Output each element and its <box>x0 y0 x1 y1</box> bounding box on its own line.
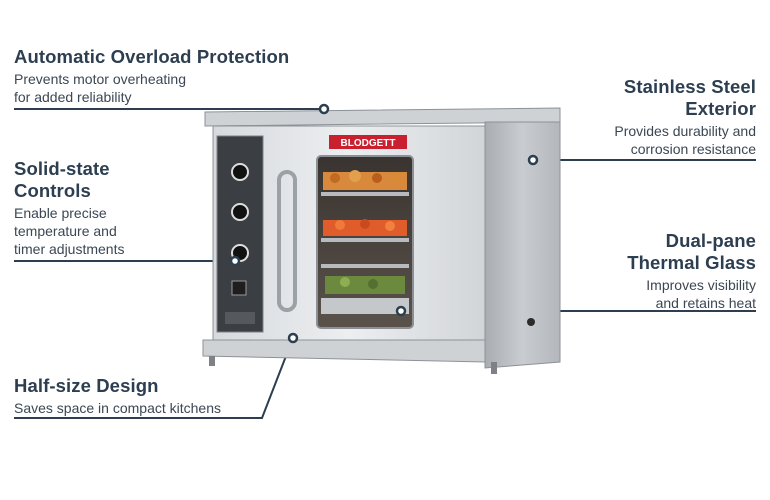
callout-half-desc: Saves space in compact kitchens <box>14 400 221 416</box>
dot-half <box>287 332 299 344</box>
dot-controls <box>229 255 241 267</box>
dot-glass <box>395 305 407 317</box>
callout-glass: Dual-pane Thermal Glass Improves visibil… <box>627 230 756 312</box>
callout-controls-title: Solid-state Controls <box>14 158 110 201</box>
callout-half-title: Half-size Design <box>14 375 159 396</box>
dot-steel <box>527 154 539 166</box>
callout-glass-desc: Improves visibility and retains heat <box>646 277 756 311</box>
callout-half: Half-size Design Saves space in compact … <box>14 375 221 417</box>
callout-steel-title: Stainless Steel Exterior <box>623 76 756 119</box>
callout-steel: Stainless Steel Exterior Provides durabi… <box>614 76 756 158</box>
dot-overload <box>318 103 330 115</box>
callout-controls-desc: Enable precise temperature and timer adj… <box>14 205 125 257</box>
oven-image: BLODGETT <box>195 100 570 385</box>
callout-controls: Solid-state Controls Enable precise temp… <box>14 158 124 258</box>
callout-overload-desc: Prevents motor overheating for added rel… <box>14 71 186 105</box>
knob-mid <box>231 203 249 221</box>
callout-steel-desc: Provides durability and corrosion resist… <box>614 123 756 157</box>
callout-glass-title: Dual-pane Thermal Glass <box>627 230 756 273</box>
leader-half <box>14 337 294 419</box>
callout-overload: Automatic Overload Protection Prevents m… <box>14 46 289 106</box>
brand-badge: BLODGETT <box>341 138 396 149</box>
callout-overload-title: Automatic Overload Protection <box>14 46 290 67</box>
knob-top <box>231 163 249 181</box>
